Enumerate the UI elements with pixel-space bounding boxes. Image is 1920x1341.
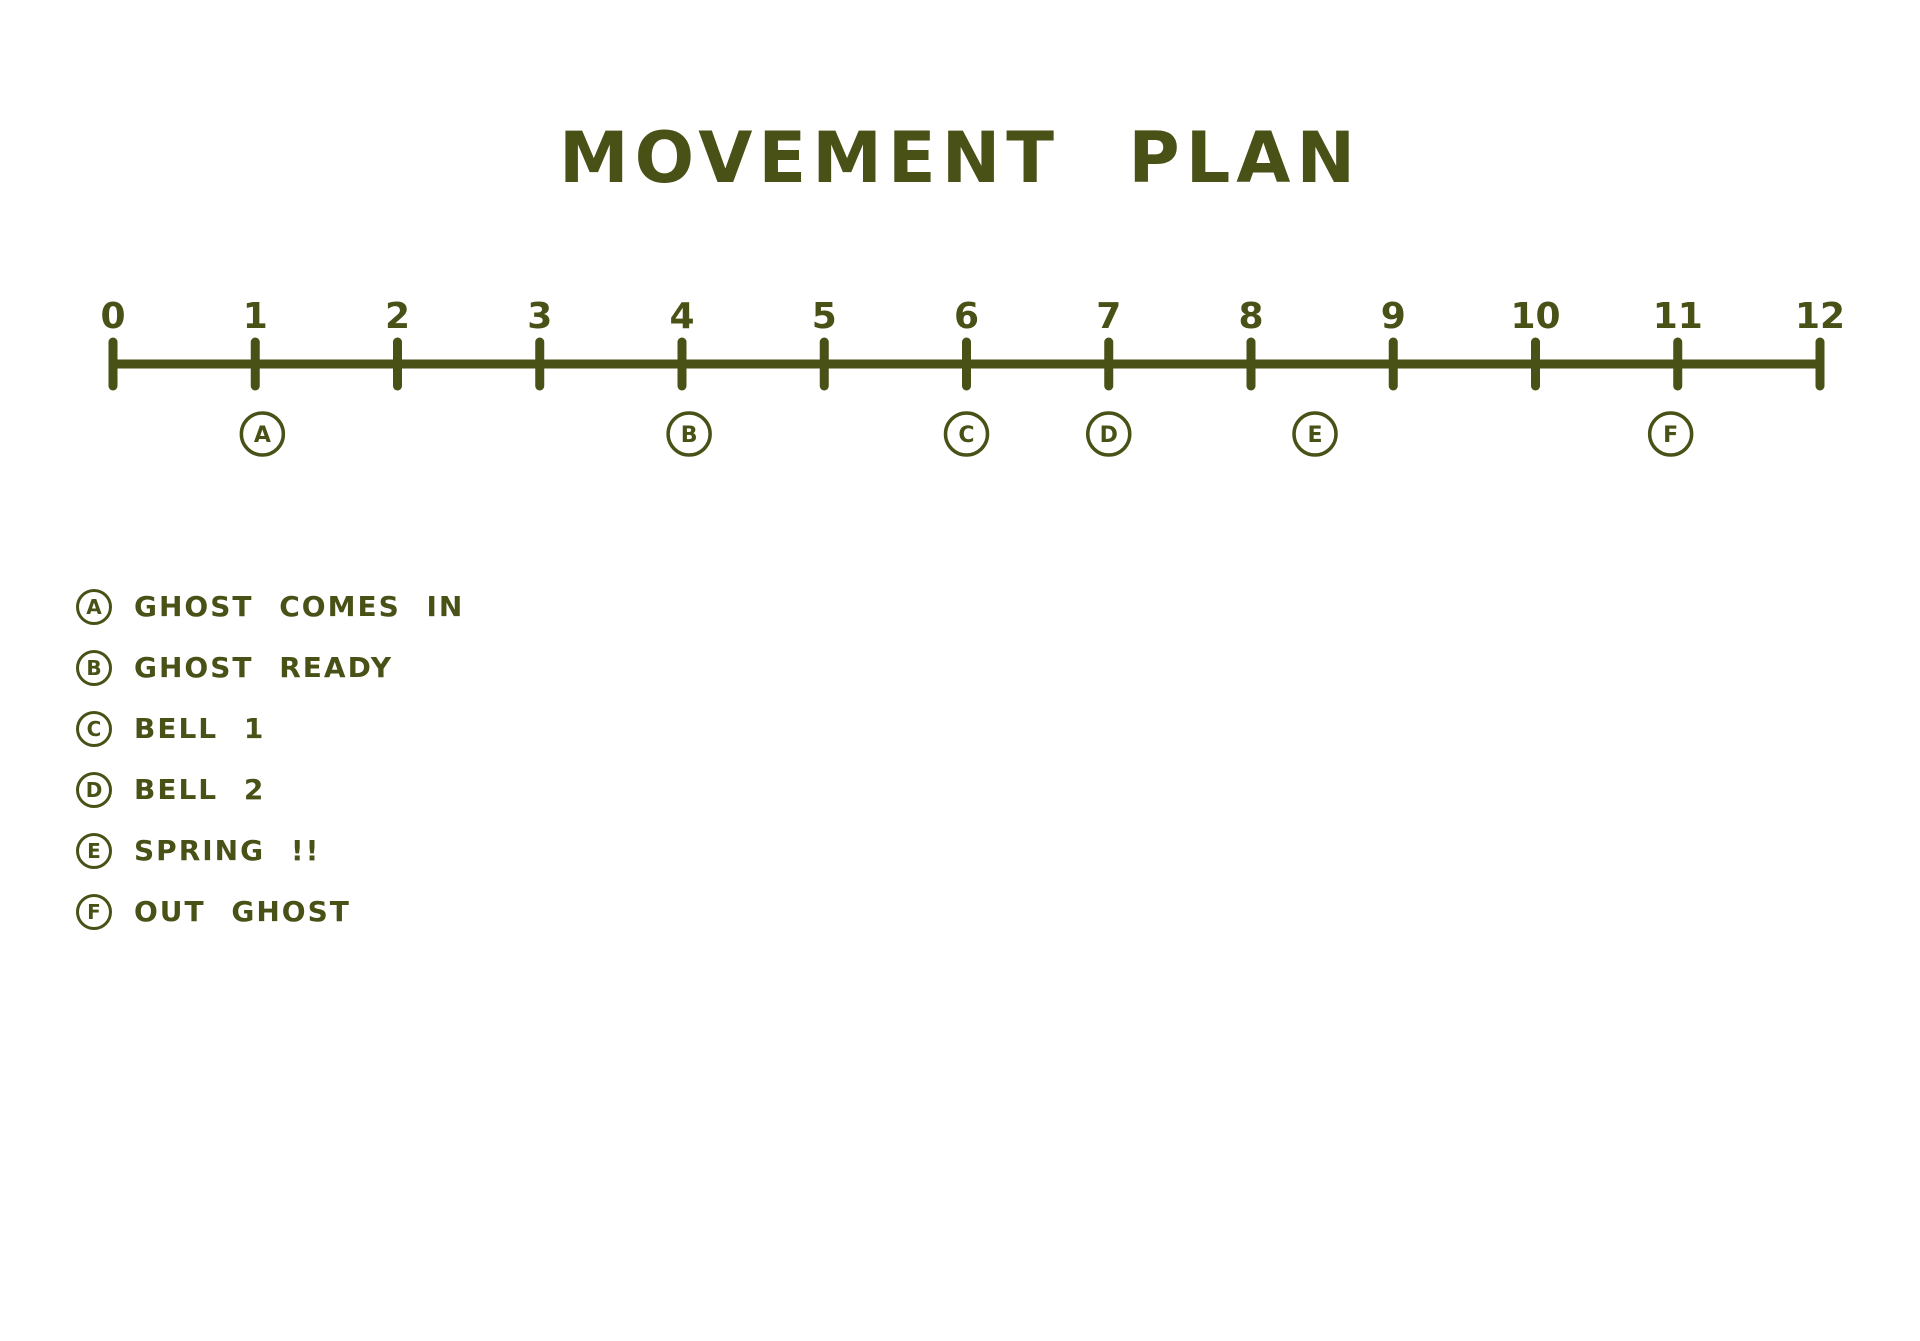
legend-item-e: E SPRING !! (76, 820, 676, 881)
timeline-marker-circle-a (239, 411, 286, 457)
timeline-tick-label-4: 4 (669, 296, 694, 337)
legend-marker-e: E (76, 832, 112, 869)
timeline-tick-label-3: 3 (527, 296, 552, 337)
timeline-markers: A B C D E F (239, 411, 1694, 457)
legend-text-c: BELL 1 (134, 712, 266, 745)
timeline-marker-label-d: D (1100, 423, 1118, 448)
page-title: MOVEMENT PLAN (558, 117, 1362, 199)
legend-text-f: OUT GHOST (134, 895, 351, 928)
timeline-marker-circle-e (1292, 411, 1338, 457)
timeline-marker-b: B (666, 411, 712, 457)
timeline-tick-label-2: 2 (385, 296, 410, 337)
timeline-tick-label-11: 11 (1653, 296, 1703, 337)
legend-item-a: A GHOST COMES IN (76, 576, 676, 637)
legend-marker-a: A (76, 588, 112, 625)
timeline-tick-label-9: 9 (1381, 296, 1406, 337)
timeline-marker-circle-b (666, 411, 712, 457)
timeline-tick-label-6: 6 (954, 296, 979, 337)
legend-item-f: F OUT GHOST (76, 881, 676, 942)
legend-text-a: GHOST COMES IN (134, 590, 465, 623)
timeline-marker-label-f: F (1663, 423, 1678, 448)
legend-text-d: BELL 2 (134, 773, 266, 806)
timeline-tick-label-7: 7 (1096, 296, 1121, 337)
timeline-tick-label-12: 12 (1795, 296, 1845, 337)
timeline-marker-f: F (1647, 411, 1694, 457)
timeline-tick-label-5: 5 (812, 296, 837, 337)
timeline-marker-circle-f (1647, 411, 1694, 457)
legend-item-c: C BELL 1 (76, 698, 676, 759)
legend-item-d: D BELL 2 (76, 759, 676, 820)
legend-text-b: GHOST READY (134, 651, 394, 684)
legend-marker-f: F (76, 893, 112, 930)
timeline-marker-circle-c (943, 411, 990, 457)
legend-item-b: B GHOST READY (76, 637, 676, 698)
timeline-tick-label-1: 1 (243, 296, 268, 337)
timeline-marker-label-a: A (254, 423, 271, 448)
timeline-marker-c: C (943, 411, 990, 457)
timeline-marker-d: D (1086, 411, 1132, 457)
legend-marker-d: D (76, 771, 112, 808)
timeline-tick-label-8: 8 (1238, 296, 1263, 337)
timeline-marker-circle-d (1086, 411, 1132, 457)
legend-text-e: SPRING !! (134, 834, 321, 867)
timeline-marker-e: E (1292, 411, 1338, 457)
timeline-marker-label-b: B (681, 423, 698, 448)
legend-marker-b: B (76, 649, 112, 686)
timeline-marker-label-c: C (958, 423, 974, 448)
legend: A GHOST COMES IN B GHOST READY C BELL 1 … (76, 576, 676, 942)
timeline-marker-a: A (239, 411, 286, 457)
timeline-tick-label-0: 0 (100, 296, 125, 337)
timeline-marker-label-e: E (1307, 423, 1322, 448)
timeline-tick-label-10: 10 (1510, 296, 1560, 337)
legend-marker-c: C (76, 710, 112, 747)
